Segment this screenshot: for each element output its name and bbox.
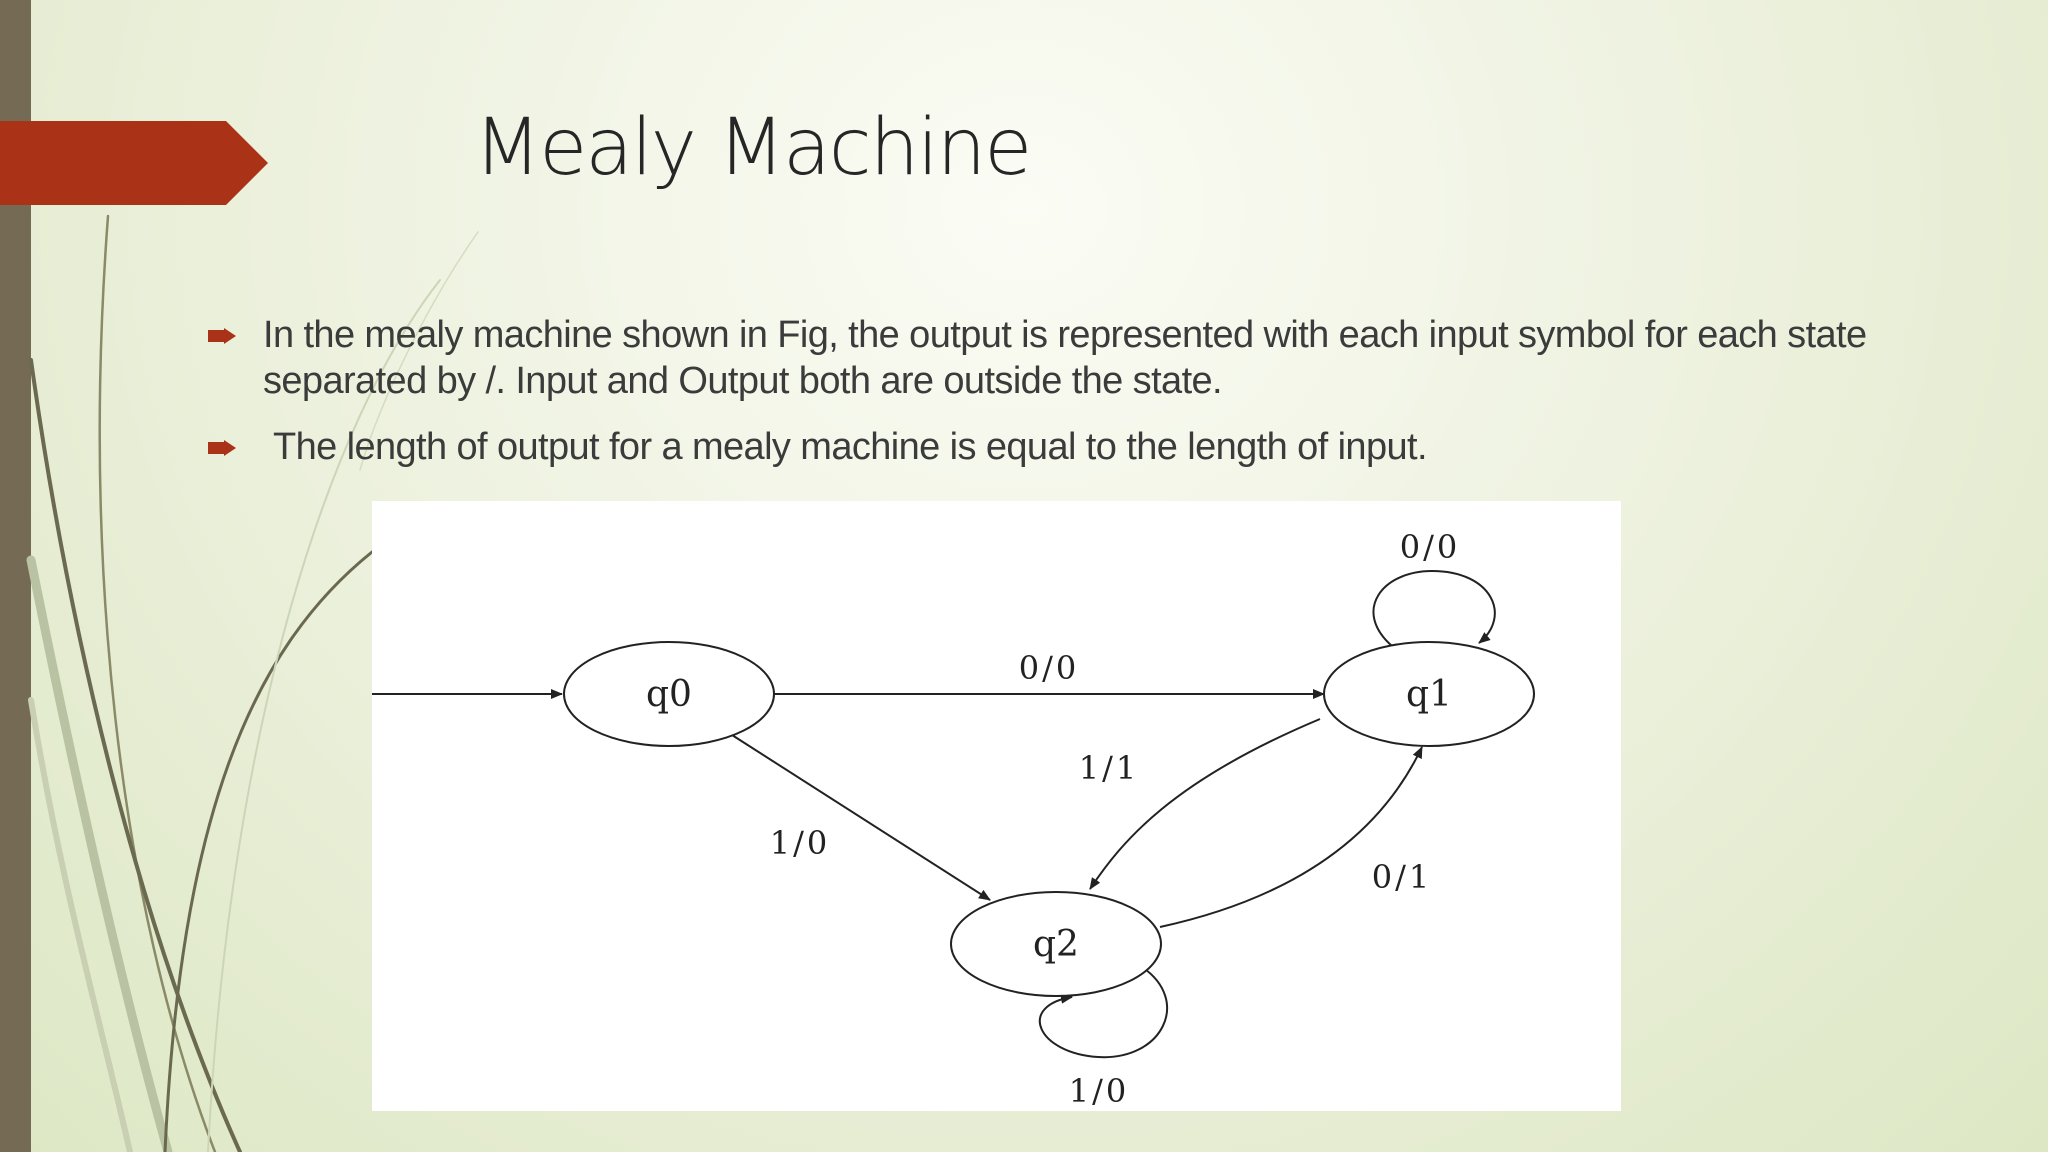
slide-title: Mealy Machine: [474, 103, 1032, 193]
edge-q1-self: [1372, 569, 1496, 647]
title-arrow-shape: [0, 121, 268, 205]
edge-label-q1-self: 0/0: [1400, 528, 1461, 566]
edge-q2-self: [1038, 966, 1169, 1059]
edge-q1-q2: [1089, 718, 1321, 890]
bullet-item: In the mealy machine shown in Fig, the o…: [208, 312, 1908, 404]
edge-label-q2-self: 1/0: [1069, 1072, 1130, 1110]
edge-q2-q1: [1159, 746, 1423, 928]
edge-label-q0-q1: 0/0: [1019, 649, 1080, 687]
state-q2: q2: [950, 891, 1162, 997]
state-q0: q0: [563, 641, 775, 747]
state-label-q0: q0: [646, 674, 692, 715]
arrow-bullet-icon: [208, 328, 236, 344]
edge-label-q0-q2: 1/0: [770, 824, 831, 862]
decorative-curves: [26, 214, 479, 1152]
bullet-list: In the mealy machine shown in Fig, the o…: [208, 312, 1908, 470]
bullet-text: In the mealy machine shown in Fig, the o…: [263, 314, 1867, 402]
mealy-machine-diagram: q0 q1 q2 0/0 1/0 0/0 1/1 0/1 1/0: [372, 501, 1621, 1111]
title-accent-arrow: [0, 121, 268, 205]
bullet-text: The length of output for a mealy machine…: [263, 426, 1428, 468]
state-q1: q1: [1323, 641, 1535, 747]
state-label-q1: q1: [1406, 674, 1452, 715]
state-label-q2: q2: [1033, 924, 1079, 965]
arrow-bullet-icon: [208, 440, 236, 456]
edge-q0-q2: [731, 734, 991, 901]
edge-label-q1-q2: 1/1: [1079, 749, 1140, 787]
edge-label-q2-q1: 0/1: [1372, 858, 1433, 896]
bullet-item: The length of output for a mealy machine…: [208, 424, 1908, 470]
